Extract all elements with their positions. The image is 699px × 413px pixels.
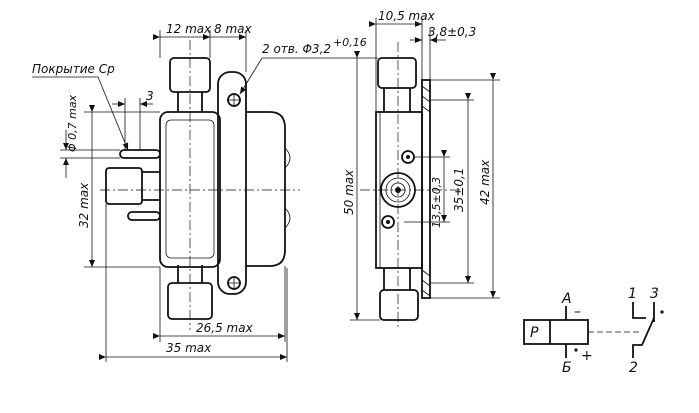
dim-32-max: 32 max [77,182,91,228]
dim-35: 35±0,1 [452,168,466,212]
dim-holes: 2 отв. Φ3,2 [262,42,331,56]
pin-bottom [127,211,161,221]
relay-label: Р [530,325,539,341]
rear-cover [246,111,286,267]
dim-3: 3 [146,89,154,103]
front-view: 12 max 8 max 2 отв. Φ3,2 +0,16 Покрытие … [32,22,367,362]
left-knob [105,167,143,205]
dim-3-8: 3,8±0,3 [428,25,476,39]
dim-13-5: 13,5±0,3 [430,177,443,228]
plus-sign: + [581,348,593,364]
dim-50-max: 50 max [342,169,356,215]
dim-pin-diameter: Φ 0,7 max [66,94,79,152]
side-top-knob [377,57,417,89]
terminal-a: А [561,291,572,307]
dim-holes-tolerance: +0,16 [333,36,367,49]
side-plate [421,79,431,299]
schematic: Р А – Б + 1 3 2 [523,286,664,376]
side-bottom-knob [379,289,419,321]
terminal-b: Б [562,360,572,376]
coating-label: Покрытие Ср [32,62,115,76]
mounting-plate [217,71,247,295]
minus-sign: – [574,304,581,320]
pin-top [119,149,161,159]
dim-35-max: 35 max [166,341,212,355]
dim-42-max: 42 max [478,159,492,205]
dim-12-max: 12 max [166,22,212,36]
dim-10-5-max: 10,5 max [378,9,436,23]
side-view: 10,5 max 3,8±0,3 50 max 13,5±0,3 35±0,1 … [342,9,500,330]
contact-3: 3 [650,286,659,302]
contact-2: 2 [629,360,638,376]
dim-8-max: 8 max [214,22,252,36]
dim-26-5-max: 26,5 max [196,321,254,335]
screw-bottom [381,215,395,229]
contact-1: 1 [628,286,637,302]
